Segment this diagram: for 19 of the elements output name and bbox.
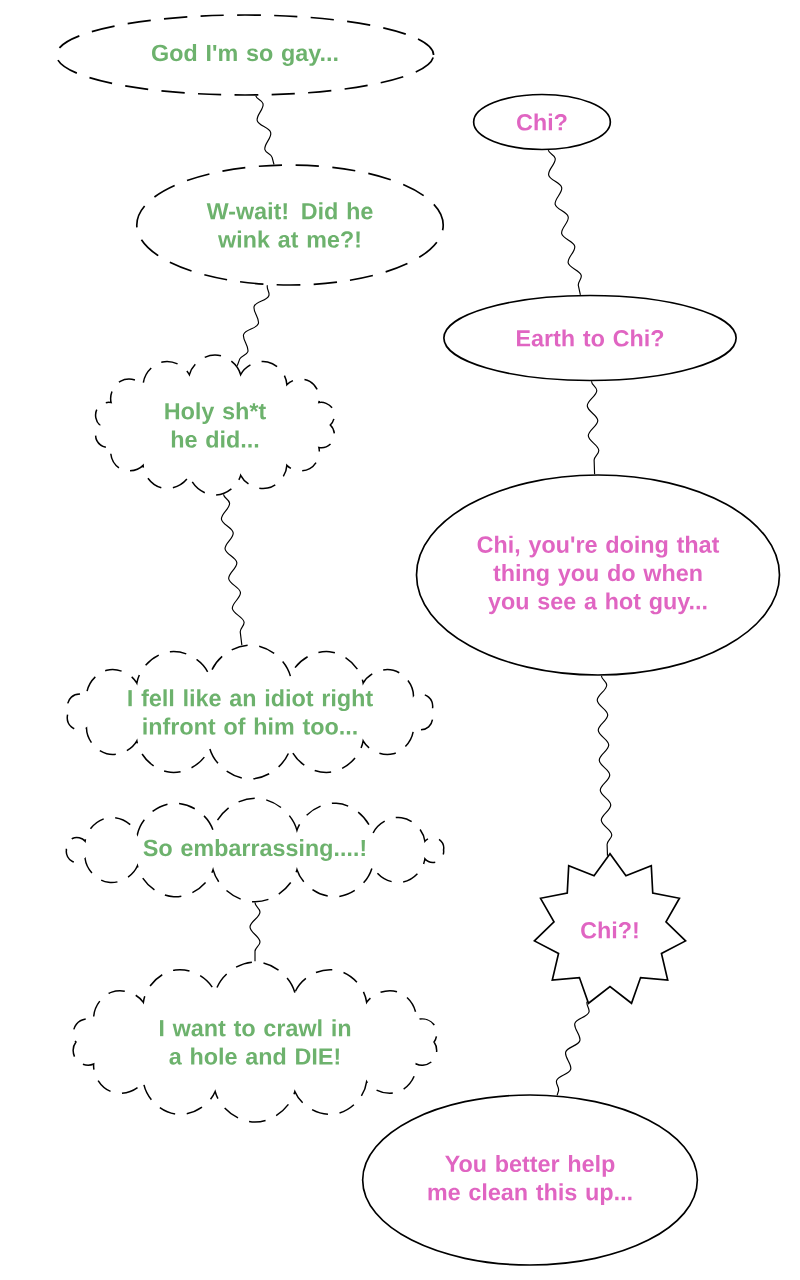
speech-bubble: Chi?! — [533, 852, 687, 1005]
speech-bubble: Holy sh*t he did... — [94, 354, 336, 496]
connector-line — [555, 1001, 590, 1096]
connector-line — [596, 675, 613, 857]
connector-line — [220, 493, 245, 646]
connector-line — [236, 284, 270, 367]
speech-bubble: God I'm so gay... — [55, 14, 435, 96]
speech-bubble: You better help me clean this up... — [361, 1094, 699, 1266]
connector-line — [249, 902, 261, 962]
speech-bubble: I fell like an idiot right infront of him too... — [66, 644, 434, 780]
speech-bubble: Chi, you're doing that thing you do when you see a hot guy... — [415, 474, 781, 676]
speech-bubble: So embarrassing....! — [65, 797, 445, 903]
speech-bubble: I want to crawl in a hole and DIE! — [72, 961, 438, 1123]
connector-line — [255, 95, 275, 166]
speech-bubble: Chi? — [472, 93, 612, 151]
connector-line — [586, 380, 600, 475]
speech-bubble: W-wait! Did he wink at me?! — [135, 164, 445, 286]
connector-line — [547, 149, 582, 296]
speech-bubble: Earth to Chi? — [443, 294, 737, 382]
